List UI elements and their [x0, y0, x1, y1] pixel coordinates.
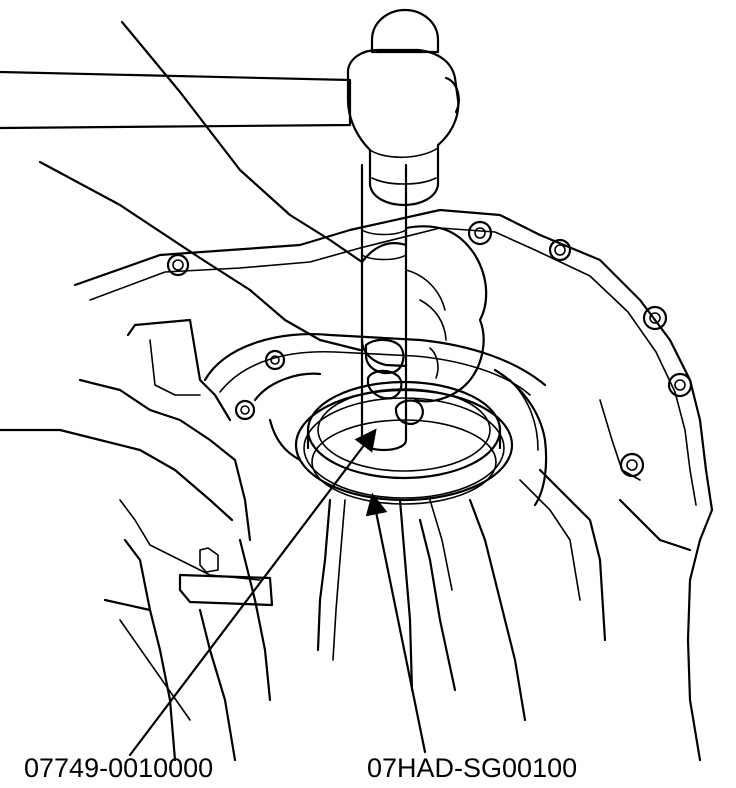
bolt-boss-8 [234, 399, 256, 421]
bolt-boss-1 [467, 220, 493, 246]
transmission-housing [0, 208, 714, 762]
bolt-boss-2 [548, 238, 572, 262]
driver-handle [360, 163, 408, 452]
bolt-boss-6 [166, 253, 190, 277]
bolt-boss-4 [667, 372, 693, 398]
arm-and-hand [38, 20, 488, 426]
leader-line-attachment [365, 492, 427, 754]
bolt-boss-5 [619, 452, 645, 478]
callout-seal-attachment: 07HAD-SG00100 [367, 753, 578, 783]
callout-driver-handle: 07749-0010000 [24, 753, 214, 783]
oil-seal-assembly [294, 380, 514, 505]
leader-line-driver [128, 428, 377, 757]
bolt-boss-7 [264, 349, 286, 371]
bolt-boss-3 [642, 305, 668, 331]
hammer [0, 8, 460, 207]
